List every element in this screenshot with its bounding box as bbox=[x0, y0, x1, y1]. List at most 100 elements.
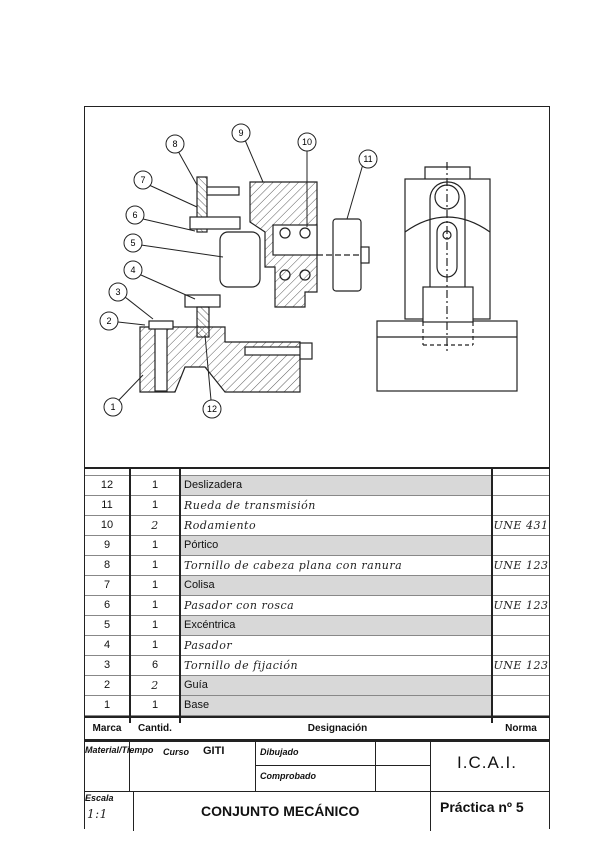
parts-designacion: Excéntrica bbox=[181, 616, 491, 635]
parts-designacion: Pasador con rosca bbox=[184, 599, 295, 612]
callout-2: 2 bbox=[99, 311, 146, 331]
parts-designacion: Deslizadera bbox=[181, 476, 491, 495]
callout-9-label: 9 bbox=[238, 128, 243, 138]
parts-designacion: Tornillo de cabeza plana con ranura bbox=[184, 559, 403, 572]
curso-label: Curso bbox=[163, 747, 190, 757]
parts-norma: UNE 123 bbox=[493, 559, 549, 572]
parts-marca: 10 bbox=[100, 519, 114, 531]
parts-norma bbox=[493, 676, 549, 695]
side-view bbox=[376, 162, 518, 392]
parts-marca: 9 bbox=[103, 539, 111, 551]
parts-cantidad: 1 bbox=[151, 479, 159, 491]
callout-8-label: 8 bbox=[172, 139, 177, 149]
parts-marca: 7 bbox=[103, 579, 111, 591]
parts-marca: 5 bbox=[103, 619, 111, 631]
parts-row: 7 1 Colisa bbox=[85, 576, 549, 596]
callout-3-label: 3 bbox=[115, 287, 120, 297]
parts-designacion: Pasador bbox=[184, 639, 233, 652]
parts-designacion: Tornillo de fijación bbox=[184, 659, 299, 672]
header-norma: Norma bbox=[505, 723, 537, 734]
section-view bbox=[139, 176, 370, 393]
parts-norma bbox=[493, 496, 549, 515]
callout-6: 6 bbox=[125, 205, 196, 232]
parts-marca: 3 bbox=[103, 659, 111, 671]
parts-designacion: Guía bbox=[181, 676, 491, 695]
curso-value: GITI bbox=[203, 745, 225, 757]
header-designacion: Designación bbox=[307, 723, 368, 734]
parts-cantidad: 6 bbox=[151, 659, 159, 671]
parts-designacion: Rodamiento bbox=[184, 519, 257, 532]
parts-cantidad: 2 bbox=[151, 519, 159, 532]
parts-row: 10 2 Rodamiento UNE 431 bbox=[85, 516, 549, 536]
callout-11-label: 11 bbox=[363, 154, 372, 164]
callout-6-label: 6 bbox=[132, 210, 137, 220]
parts-row: 3 6 Tornillo de fijación UNE 123 bbox=[85, 656, 549, 676]
callout-10-label: 10 bbox=[302, 137, 312, 147]
parts-designacion: Base bbox=[181, 696, 491, 715]
title-block: Material/Tiempo Curso GITI Dibujado Comp… bbox=[85, 739, 549, 831]
comprobado-label: Comprobado bbox=[260, 771, 316, 781]
parts-cantidad: 1 bbox=[151, 559, 159, 571]
material-label: Material/Tiempo bbox=[85, 745, 154, 755]
header-cantidad: Cantid. bbox=[138, 723, 172, 734]
parts-cantidad: 1 bbox=[151, 539, 159, 551]
parts-row: 9 1 Pórtico bbox=[85, 536, 549, 556]
parts-norma bbox=[493, 616, 549, 635]
parts-designacion: Pórtico bbox=[181, 536, 491, 555]
parts-norma bbox=[493, 636, 549, 655]
parts-row: 8 1 Tornillo de cabeza plana con ranura UNE… bbox=[85, 556, 549, 576]
callout-8: 8 bbox=[165, 134, 198, 186]
parts-norma: UNE 123 bbox=[493, 659, 549, 672]
parts-marca: 8 bbox=[103, 559, 111, 571]
parts-cantidad: 1 bbox=[151, 699, 159, 711]
callout-2-label: 2 bbox=[106, 316, 111, 326]
callout-4-label: 4 bbox=[130, 265, 135, 275]
parts-norma: UNE 431 bbox=[493, 519, 549, 532]
parts-norma bbox=[493, 536, 549, 555]
callout-9: 9 bbox=[231, 123, 264, 183]
parts-list-header: Marca Cantid. Designación Norma bbox=[85, 716, 549, 742]
parts-cantidad: 1 bbox=[151, 499, 159, 511]
callout-5: 5 bbox=[123, 233, 224, 258]
parts-row: 12 1 Deslizadera bbox=[85, 476, 549, 496]
assembly-drawing: 1 2 3 4 5 6 7 bbox=[99, 123, 518, 419]
parts-marca: 12 bbox=[100, 479, 114, 491]
callout-1-label: 1 bbox=[110, 402, 115, 412]
parts-cantidad: 1 bbox=[151, 599, 159, 611]
callout-12-label: 12 bbox=[207, 404, 217, 414]
parts-row: 2 2 Guía bbox=[85, 676, 549, 696]
callout-5-label: 5 bbox=[130, 238, 135, 248]
drawing-sheet: 1 2 3 4 5 6 7 bbox=[84, 106, 550, 831]
parts-marca: 6 bbox=[103, 599, 111, 611]
parts-cantidad: 1 bbox=[151, 619, 159, 631]
callout-1: 1 bbox=[103, 374, 144, 417]
drawing-title: CONJUNTO MECÁNICO bbox=[201, 803, 360, 819]
parts-row: 1 1 Base bbox=[85, 696, 549, 716]
callout-3: 3 bbox=[108, 282, 154, 320]
parts-norma bbox=[493, 696, 549, 715]
callout-balloons: 1 2 3 4 5 6 7 bbox=[99, 123, 378, 419]
callout-7: 7 bbox=[133, 170, 198, 208]
parts-marca: 1 bbox=[103, 699, 111, 711]
callout-4: 4 bbox=[123, 260, 196, 300]
escala-value: 1:1 bbox=[87, 807, 108, 821]
parts-norma bbox=[493, 476, 549, 495]
callout-10: 10 bbox=[297, 132, 317, 227]
callout-11: 11 bbox=[346, 149, 378, 220]
escala-label: Escala bbox=[85, 793, 114, 803]
parts-designacion: Colisa bbox=[181, 576, 491, 595]
parts-marca: 2 bbox=[103, 679, 111, 691]
parts-cantidad: 2 bbox=[151, 679, 159, 692]
practica-number: Práctica nº 5 bbox=[440, 799, 524, 815]
parts-cantidad: 1 bbox=[151, 579, 159, 591]
header-marca: Marca bbox=[92, 723, 122, 734]
parts-row: 5 1 Excéntrica bbox=[85, 616, 549, 636]
callout-7-label: 7 bbox=[140, 175, 145, 185]
parts-marca: 4 bbox=[103, 639, 111, 651]
dibujado-label: Dibujado bbox=[260, 747, 299, 757]
institution-name: I.C.A.I. bbox=[457, 753, 517, 772]
